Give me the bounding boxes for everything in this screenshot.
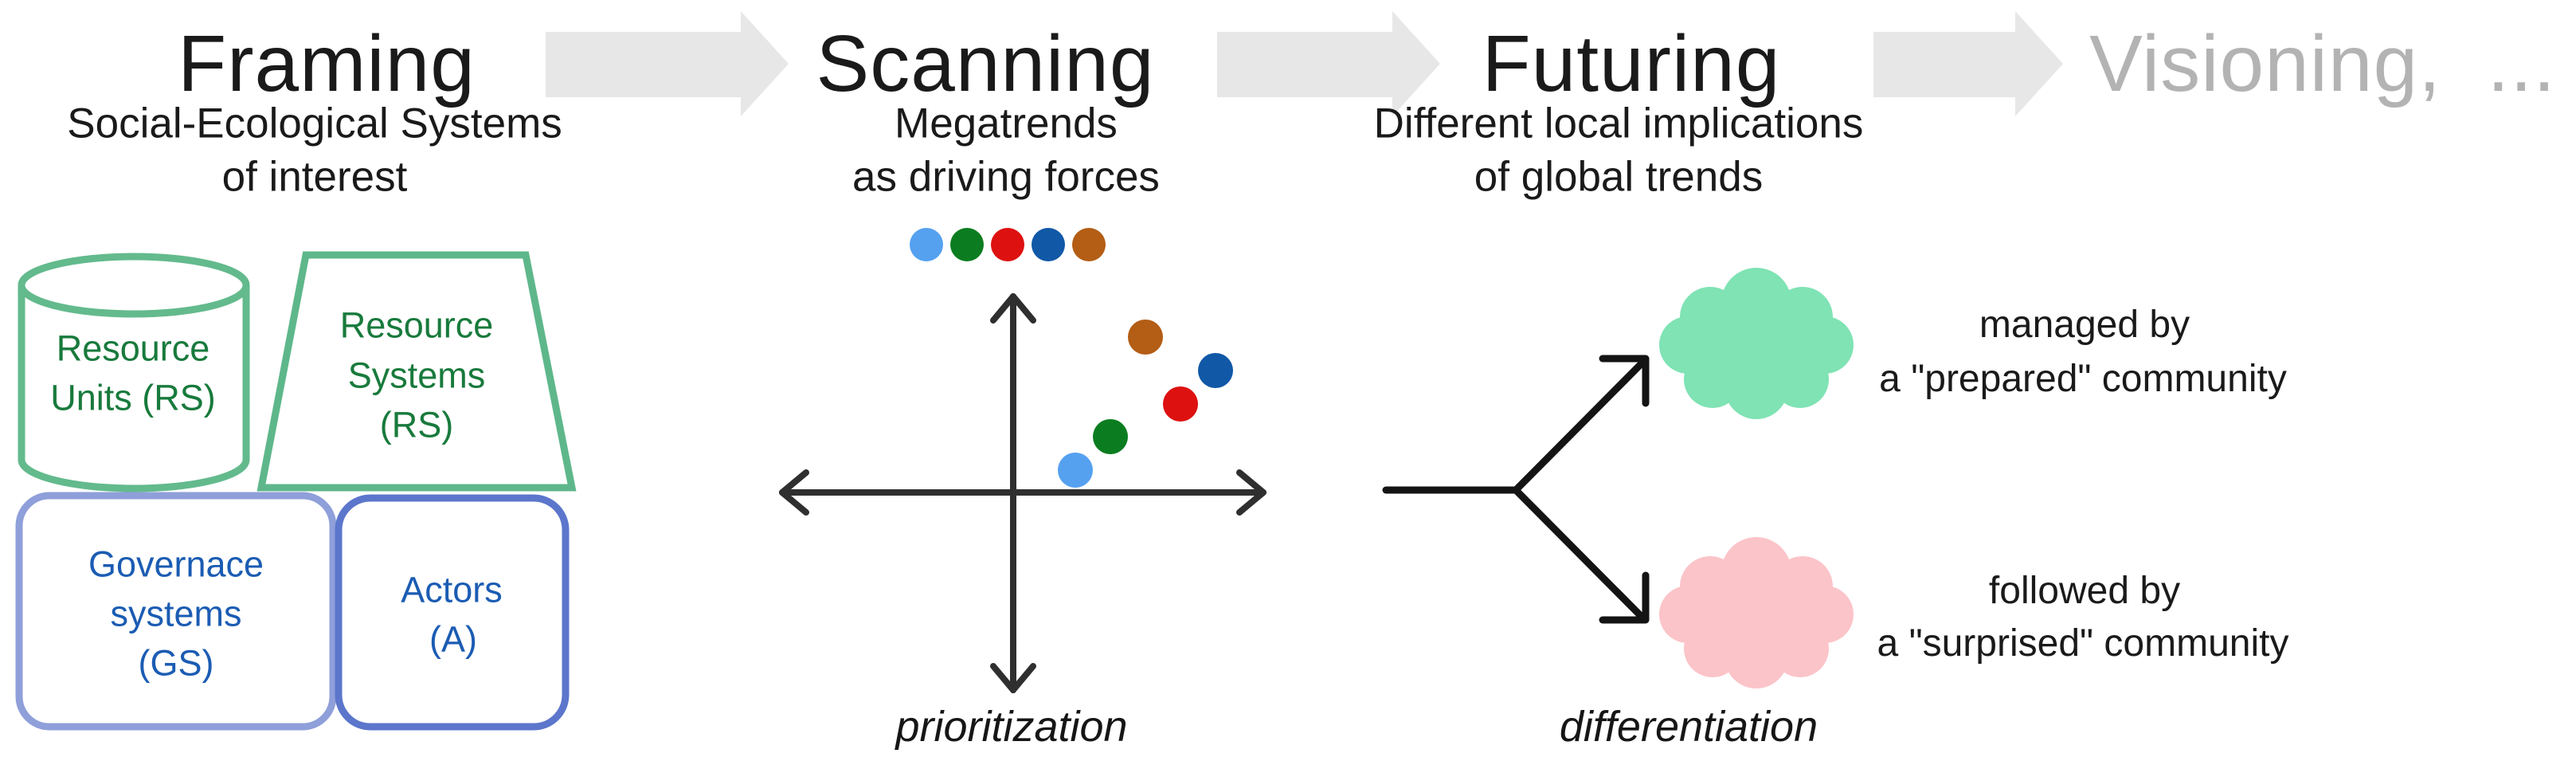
scenario-cloud-surprised-icon (1659, 537, 1854, 688)
megatrend-dot (1198, 353, 1233, 388)
stage-title-scanning: Scanning (816, 19, 1155, 108)
megatrend-dot (1163, 386, 1198, 422)
megatrend-dot (1072, 228, 1106, 261)
stage-title-visioning: Visioning, ... (2089, 19, 2556, 108)
differentiation-branch-arrows (1382, 355, 1650, 624)
resource-systems-label-line2: Systems (347, 355, 486, 396)
resource-systems-label-line1: Resource (339, 304, 494, 346)
megatrend-dot (950, 228, 984, 261)
stage-title-framing: Framing (178, 19, 476, 108)
futuring-subtitle-line1: Different local implications (1373, 100, 1864, 147)
resource-units-label-line2: Units (RS) (50, 377, 216, 418)
flow-arrow-scanning-to-futuring (1217, 11, 1440, 116)
surprised-caption-line1: followed by (1988, 570, 2181, 612)
scanning-subtitle-line1: Megatrends (895, 100, 1118, 147)
resource-systems-trapezoid-icon (256, 251, 577, 492)
megatrend-dot (1032, 228, 1065, 261)
prepared-caption-line1: managed by (1979, 304, 2190, 346)
resource-units-label-line1: Resource (56, 328, 210, 369)
flow-arrow-framing-to-scanning (546, 11, 789, 116)
resource-units-cylinder-icon (18, 253, 250, 492)
megatrend-dot (910, 228, 943, 261)
framing-subtitle-line1: Social-Ecological Systems (67, 100, 562, 147)
actors-box (335, 494, 570, 731)
actors-label-line2: (A) (429, 618, 477, 660)
megatrend-dot (991, 228, 1024, 261)
branch-up-arrow (1512, 360, 1645, 494)
branch-down-arrow (1512, 486, 1645, 620)
flow-arrow-futuring-to-visioning (1873, 11, 2063, 116)
surprised-caption-line2: a "surprised" community (1877, 622, 2289, 665)
governance-label-line3: (GS) (138, 642, 214, 684)
branch-down-arrowhead (1599, 571, 1650, 624)
megatrend-dot (1093, 419, 1128, 454)
differentiation-label: differentiation (1559, 703, 1818, 751)
resource-systems-label-line3: (RS) (379, 404, 454, 445)
actors-label-line1: Actors (401, 569, 503, 610)
stage-title-futuring: Futuring (1482, 19, 1781, 108)
framing-subtitle-line2: of interest (221, 153, 408, 201)
governance-label-line2: systems (110, 593, 242, 634)
axes-cross-icon (779, 293, 1266, 693)
megatrend-dot (1128, 320, 1163, 355)
scanning-subtitle-line2: as driving forces (852, 153, 1160, 201)
megatrend-dot-row (910, 228, 1106, 261)
branch-up-arrowhead (1599, 355, 1650, 407)
scenario-cloud-prepared-icon (1659, 268, 1854, 419)
prepared-caption-line2: a "prepared" community (1879, 358, 2287, 400)
futuring-subtitle-line2: of global trends (1474, 153, 1764, 201)
prioritization-label: prioritization (895, 703, 1128, 751)
prioritized-megatrend-scatter (1058, 320, 1233, 488)
governance-systems-box (15, 492, 337, 731)
megatrend-dot (1058, 453, 1093, 488)
governance-label-line1: Governace (88, 543, 264, 585)
